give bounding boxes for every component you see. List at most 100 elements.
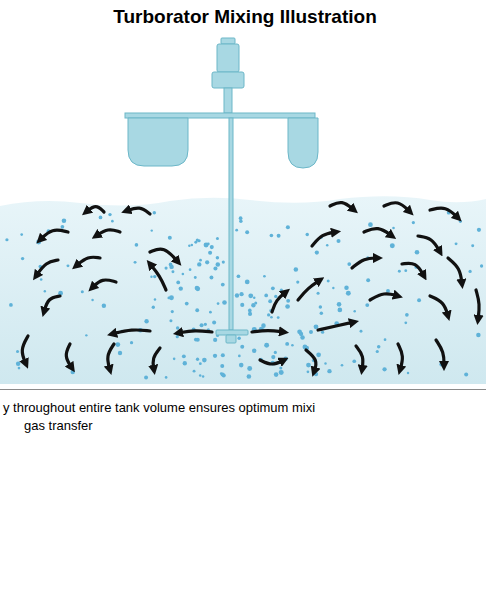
bubble [179,286,183,290]
bubble [320,311,323,314]
bubble [176,326,179,329]
bubble [195,308,199,312]
bubble [235,229,238,232]
bubble [235,293,239,297]
bubble [286,225,290,229]
bubble [217,302,220,305]
bubble [271,286,275,290]
bubble [183,361,187,365]
bubble [169,319,172,322]
bubble [477,228,481,232]
bubble [464,373,468,377]
bubble [102,303,106,307]
bubble [216,262,221,267]
bubble [171,310,174,313]
flow-arrow [178,331,212,333]
bubble [20,233,23,236]
bubble [135,243,139,247]
flow-arrow [40,230,68,240]
flow-arrow [150,264,166,290]
bubble [264,294,268,298]
turborator-unit [125,38,318,343]
flow-arrow [430,296,448,316]
bubble [176,335,179,338]
bubble [252,348,256,352]
bubble [327,280,330,283]
bubble [99,216,103,220]
flow-arrow [430,208,458,218]
bubble [267,313,270,316]
flow-arrow [36,260,58,276]
flow-arrow [436,340,444,366]
bubble [220,364,224,368]
bubble [384,338,387,341]
flow-arrow [260,360,284,364]
bubble [245,280,250,285]
bubble [5,238,8,241]
flow-arrow [92,280,116,288]
bubble [398,270,401,273]
divider-rule [0,389,486,390]
bubble [81,290,84,293]
bubble [193,370,196,373]
bubble [221,372,225,376]
bubble [21,257,24,260]
bubble [404,321,407,324]
flow-arrows [22,203,479,372]
bubble [168,236,172,240]
bubble [253,297,255,299]
bubble [376,350,379,353]
bubble [150,276,152,278]
bubble [324,362,326,364]
bubble [216,237,219,240]
bubble [207,243,210,246]
bubble [169,263,173,267]
tank-water [0,196,486,384]
bubble [167,297,170,300]
bubble [204,323,207,326]
flow-arrow [298,280,320,300]
bubble [185,302,189,306]
bubble [108,213,111,216]
flow-arrow [153,348,160,370]
bubble [115,342,120,347]
bubble [390,243,395,248]
bubble [309,330,313,334]
flow-arrow [76,257,100,266]
bubble [70,370,74,374]
flow-arrow [306,350,316,372]
bubble [210,245,214,249]
bubble [270,316,273,319]
bubble [130,341,133,344]
bubble [248,293,253,298]
bubble [377,345,381,349]
bubble [315,250,319,254]
bubble [337,308,342,313]
bubble [317,292,320,295]
bubble [468,270,471,273]
bubble [182,273,185,276]
flow-arrow [66,344,72,368]
bubble [316,352,321,357]
bubble [285,342,289,346]
bubble [176,280,180,284]
flow-arrow [356,346,363,370]
flow-arrow [476,290,479,320]
bubble [248,309,252,313]
flow-arrow [364,229,392,236]
bubble [239,216,243,220]
bubble [347,262,351,266]
bubble [341,364,344,367]
bubble [238,355,241,358]
bubble [189,268,192,271]
bubble [294,267,298,271]
bubble [344,286,348,290]
bubble [274,351,277,354]
flow-arrow [370,294,398,300]
bubble [171,270,174,273]
bubble [247,366,252,371]
bubble [360,330,363,333]
bubble [195,286,200,291]
flow-arrow [352,258,378,268]
bubble [153,211,156,214]
